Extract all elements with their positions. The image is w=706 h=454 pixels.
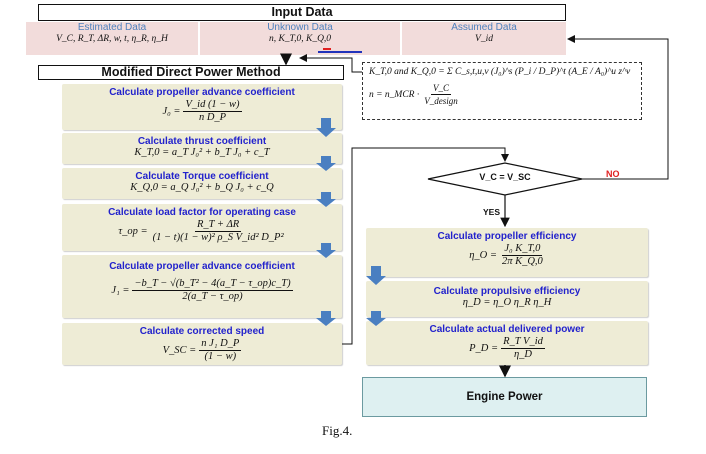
fraction-numerator: V_C [430, 83, 451, 95]
input-data-row: Estimated Data V_C, R_T, ΔR, w, t, η_R, … [26, 22, 566, 55]
input-data-title: Input Data [38, 4, 566, 21]
decision-no-label: NO [606, 169, 620, 179]
arrow-note-to-unknown [299, 54, 362, 73]
fraction-denominator: (1 − t)(1 − w)² ρ_S V_id² D_P² [152, 232, 284, 243]
figure-caption: Fig.4. [322, 423, 353, 438]
estimated-data-header: Estimated Data [77, 22, 147, 33]
right-down-arrows [366, 266, 386, 326]
formula-lhs: V_SC = [162, 345, 197, 356]
down-arrow-icon [316, 118, 336, 137]
fraction-numerator: n J₁ D_P [199, 338, 242, 351]
formula-lhs: P_D = [469, 343, 499, 354]
step-title: Calculate propeller advance coefficient [109, 87, 295, 98]
formula-j0: J₀ = V_id (1 − w)n D_P [162, 99, 242, 124]
down-arrow-icon [366, 266, 386, 285]
fraction-numerator: J₀ K_T,0 [502, 243, 543, 256]
down-arrow-icon [316, 311, 336, 326]
note-polynomial: K_T,0 and K_Q,0 = Σ C_s,t,u,v (J₀)^s (P_… [369, 67, 631, 77]
decision-label: V_C = V_SC [479, 172, 531, 182]
engine-power-box: Engine Power [362, 377, 647, 417]
fraction-denominator: n D_P [198, 112, 227, 123]
fraction-denominator: V_design [424, 96, 458, 106]
formula-lhs: τ_op = [118, 226, 148, 237]
fraction-denominator: 2π K_Q,0 [501, 256, 543, 267]
left-down-arrows [316, 118, 336, 326]
assumed-data-values: V_id [475, 34, 493, 44]
formula-lhs: n = n_MCR · [369, 89, 420, 100]
step-propeller-efficiency: Calculate propeller efficiency η_O = J₀ … [366, 228, 648, 277]
step-torque-coefficient: Calculate Torque coefficient K_Q,0 = a_Q… [62, 168, 342, 199]
formula-lhs: J₁ = [111, 285, 130, 296]
decision-yes-label: YES [483, 207, 501, 217]
step-delivered-power: Calculate actual delivered power P_D = R… [366, 321, 648, 365]
formula-tau: τ_op = R_T + ΔR(1 − t)(1 − w)² ρ_S V_id²… [118, 219, 285, 244]
step-load-factor: Calculate load factor for operating case… [62, 204, 342, 251]
method-title: Modified Direct Power Method [38, 65, 344, 80]
fraction-numerator: R_T V_id [501, 336, 545, 349]
step-title: Calculate propulsive efficiency [433, 286, 581, 297]
step-thrust-coefficient: Calculate thrust coefficient K_T,0 = a_T… [62, 133, 342, 164]
arrow-speed-to-decision [342, 147, 509, 345]
step-title: Calculate propeller advance coefficient [109, 261, 295, 272]
formula-kt: K_T,0 = a_T J₀² + b_T J₀ + c_T [134, 147, 270, 158]
unknown-data-cell: Unknown Data n, K_T,0, K_Q,0 [200, 22, 400, 55]
fraction-denominator: (1 − w) [204, 351, 237, 362]
coefficient-note-box: K_T,0 and K_Q,0 = Σ C_s,t,u,v (J₀)^s (P_… [362, 62, 642, 120]
fraction-denominator: η_D [513, 349, 532, 360]
fraction-numerator: R_T + ΔR [194, 219, 242, 232]
estimated-data-cell: Estimated Data V_C, R_T, ΔR, w, t, η_R, … [26, 22, 198, 55]
step-advance-coefficient-2: Calculate propeller advance coefficient … [62, 255, 342, 318]
down-arrow-icon [316, 192, 336, 207]
step-title: Calculate load factor for operating case [108, 207, 296, 218]
formula-j1: J₁ = −b_T − √(b_T² − 4(a_T − τ_op)c_T)2(… [111, 278, 293, 303]
formula-eta-d: η_D = η_O η_R η_H [462, 297, 552, 308]
step-corrected-speed: Calculate corrected speed V_SC = n J₁ D_… [62, 323, 342, 365]
arrow-no-loop [567, 35, 669, 180]
down-arrow-icon [316, 243, 336, 258]
estimated-data-values: V_C, R_T, ΔR, w, t, η_R, η_H [56, 34, 168, 44]
assumed-data-cell: Assumed Data V_id [402, 22, 566, 55]
fraction: V_id (1 − w)n D_P [183, 99, 242, 124]
down-arrow-icon [316, 156, 336, 171]
down-arrow-icon [366, 311, 386, 326]
step-title: Calculate Torque coefficient [135, 171, 269, 182]
fraction-numerator: −b_T − √(b_T² − 4(a_T − τ_op)c_T) [132, 278, 293, 291]
formula-kq: K_Q,0 = a_Q J₀² + b_Q J₀ + c_Q [130, 182, 274, 193]
fraction: n J₁ D_P(1 − w) [199, 338, 242, 363]
step-title: Calculate actual delivered power [429, 324, 585, 335]
assumed-data-header: Assumed Data [451, 22, 517, 33]
step-propulsive-efficiency: Calculate propulsive efficiency η_D = η_… [366, 281, 648, 317]
fraction: −b_T − √(b_T² − 4(a_T − τ_op)c_T)2(a_T −… [132, 278, 293, 303]
formula-lhs: η_O = [469, 250, 497, 261]
step-title: Calculate corrected speed [139, 326, 265, 337]
fraction-denominator: 2(a_T − τ_op) [182, 291, 243, 302]
step-title: Calculate thrust coefficient [137, 136, 267, 147]
step-advance-coefficient-1: Calculate propeller advance coefficient … [62, 84, 342, 130]
unknown-data-header: Unknown Data [267, 22, 333, 33]
fraction-numerator: V_id (1 − w) [183, 99, 242, 112]
step-title: Calculate propeller efficiency [437, 231, 577, 242]
unknown-data-values: n, K_T,0, K_Q,0 [268, 34, 332, 44]
formula-lhs: J₀ = [162, 106, 181, 117]
formula-vsc: V_SC = n J₁ D_P(1 − w) [163, 338, 242, 363]
fraction: R_T + ΔR(1 − t)(1 − w)² ρ_S V_id² D_P² [151, 219, 286, 244]
